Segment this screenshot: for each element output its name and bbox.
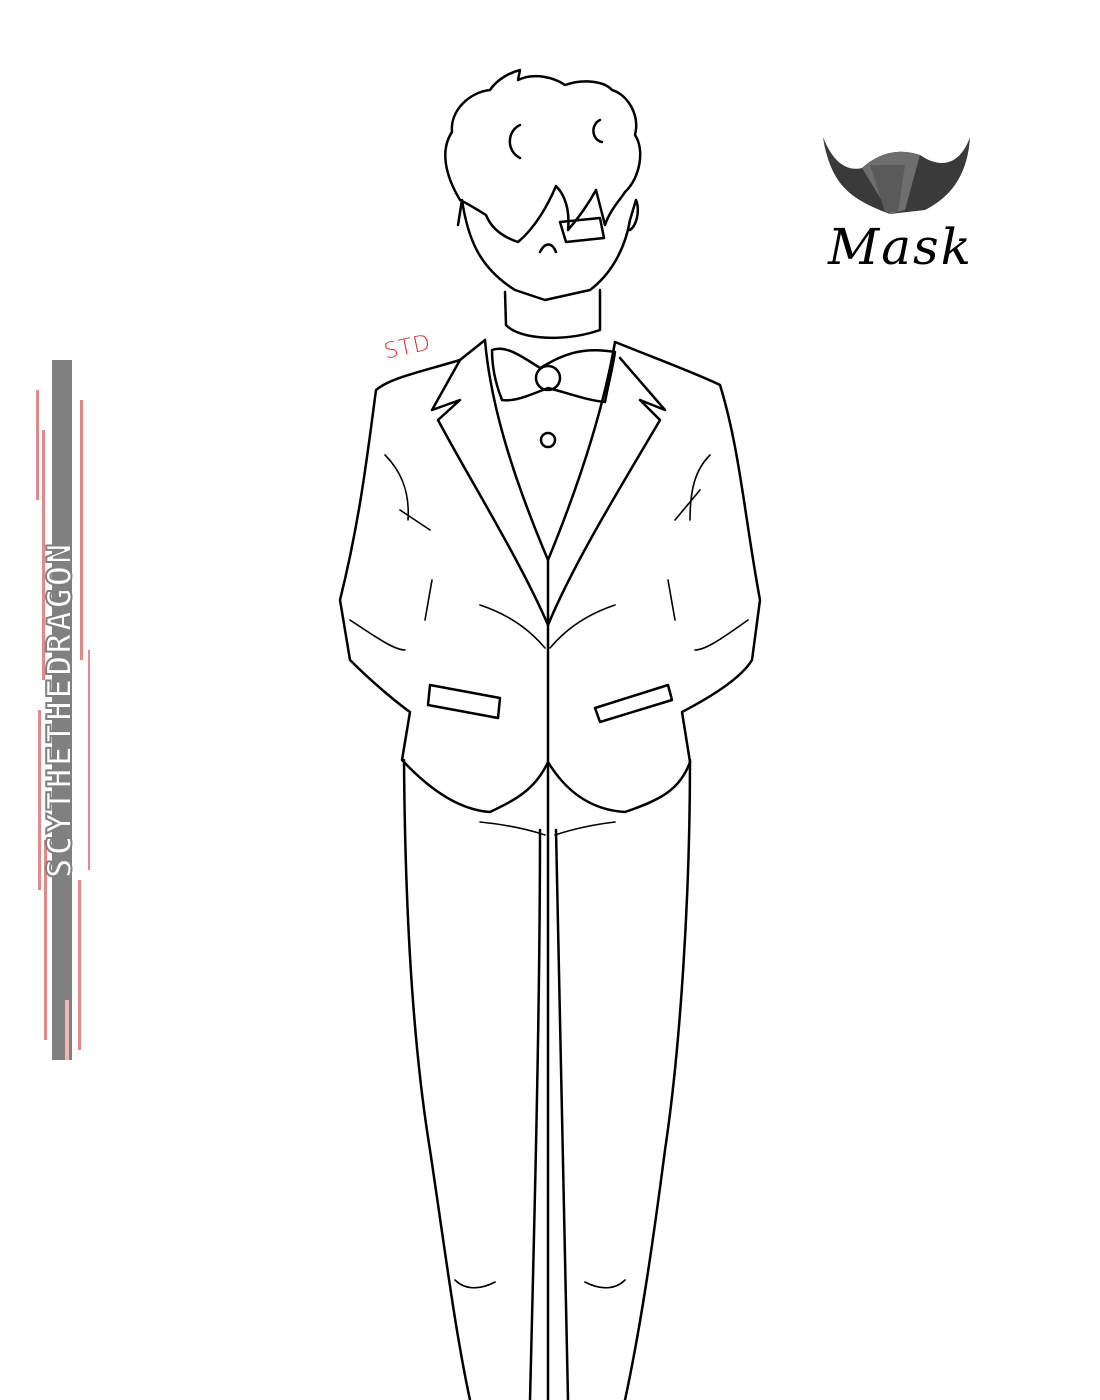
pants <box>402 758 692 1400</box>
watermark-streaks <box>36 360 91 1060</box>
mask-label: Mask <box>828 218 973 276</box>
hair <box>444 68 642 244</box>
glasses-icon <box>558 216 606 244</box>
jacket <box>338 338 762 1400</box>
watermark: SCYTHETHEDRAGON <box>30 360 91 1060</box>
neck <box>503 288 602 340</box>
button-icon <box>539 431 557 449</box>
mask-icon <box>823 137 970 214</box>
bow-tie <box>490 347 617 449</box>
face <box>456 198 639 302</box>
